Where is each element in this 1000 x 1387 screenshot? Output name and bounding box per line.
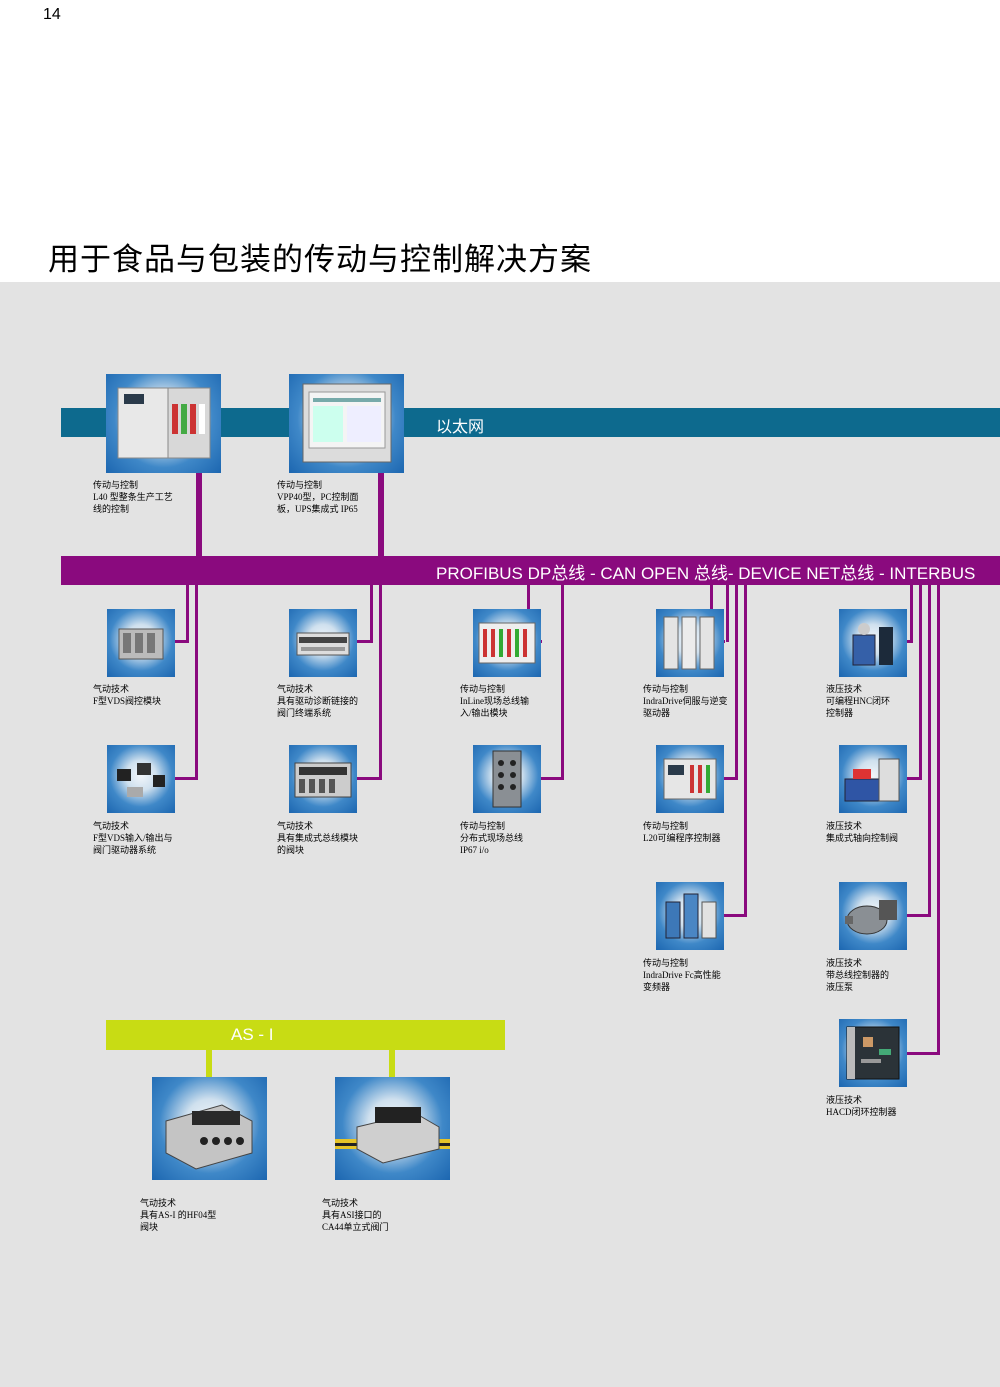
caption-line: IP67 i/o	[460, 845, 489, 855]
caption-line: 具有集成式总线模块	[277, 833, 359, 843]
bus-valve-image	[289, 745, 357, 813]
caption-line: 传动与控制	[643, 821, 689, 831]
fieldbus-label: PROFIBUS DP总线 - CAN OPEN 总线- DEVICE NET总…	[436, 564, 976, 583]
caption-line: 传动与控制	[643, 958, 689, 968]
caption-line: 分布式现场总线	[460, 833, 524, 843]
caption-line: IndraDrive Fc高性能	[643, 970, 721, 980]
caption-line: 变频器	[643, 982, 671, 992]
connector-line	[724, 914, 747, 917]
connector-line	[561, 583, 564, 779]
caption-line: 阀门驱动器系统	[93, 845, 157, 855]
caption-line: 气动技术	[93, 684, 130, 694]
caption-line: 阀门终端系统	[277, 708, 332, 718]
hacd-controller-image	[839, 1019, 907, 1087]
connector-line	[919, 583, 922, 779]
connector-line	[907, 914, 931, 917]
caption-line: 传动与控制	[643, 684, 689, 694]
connector-line	[186, 583, 189, 642]
connector-line	[928, 583, 931, 917]
connector-line	[937, 583, 940, 1055]
caption-line: 集成式轴向控制阀	[826, 833, 899, 843]
connector-line	[378, 472, 384, 558]
caption-line: L20可编程序控制器	[643, 833, 721, 843]
caption-line: 可编程HNC闭环	[826, 696, 891, 706]
caption-line: 的阀块	[277, 845, 305, 855]
caption-line: 驱动器	[643, 708, 671, 718]
connector-line	[907, 640, 913, 643]
caption-line: 传动与控制	[460, 684, 506, 694]
fieldbus-bar: PROFIBUS DP总线 - CAN OPEN 总线- DEVICE NET总…	[61, 556, 1000, 585]
caption-line: IndraDrive伺服与逆变	[643, 696, 728, 706]
connector-line	[357, 640, 373, 643]
caption-line: 气动技术	[140, 1198, 177, 1208]
caption-line: 阀块	[140, 1222, 159, 1232]
caption-line: 液压泵	[826, 982, 854, 992]
connector-line	[735, 583, 738, 779]
caption-line: 液压技术	[826, 821, 863, 831]
caption-line: 入/输出模块	[460, 708, 508, 718]
vds-io-image	[107, 745, 175, 813]
caption-line: 气动技术	[93, 821, 130, 831]
caption-line: 传动与控制	[93, 480, 139, 490]
caption-line: 具有AS-I 的HF04型	[140, 1210, 217, 1220]
connector-line	[910, 583, 913, 642]
connector-line	[379, 583, 382, 779]
l20-controller-image	[656, 745, 724, 813]
caption-line: 具有ASI接口的	[322, 1210, 382, 1220]
caption-line: 液压技术	[826, 1095, 863, 1105]
indradrive-servo-image	[656, 609, 724, 677]
page-title: 用于食品与包装的传动与控制解决方案	[48, 242, 592, 277]
hnc-controller-image	[839, 609, 907, 677]
hf04-valve-image	[152, 1077, 267, 1180]
connector-line	[195, 583, 198, 779]
caption-line: 控制器	[826, 708, 854, 718]
caption-line: F型VDS输入/输出与	[93, 833, 173, 843]
caption-line: 板，UPS集成式 IP65	[277, 504, 358, 514]
caption-line: 液压技术	[826, 684, 863, 694]
connector-line	[175, 777, 198, 780]
connector-line	[175, 640, 189, 643]
inline-module-image	[473, 609, 541, 677]
ip67-module-image	[473, 745, 541, 813]
caption-line: CA44单立式阀门	[322, 1222, 389, 1232]
caption-line: VPP40型，PC控制面	[277, 492, 359, 502]
caption-line: 传动与控制	[460, 821, 506, 831]
caption-line: 气动技术	[277, 821, 314, 831]
caption-line: 气动技术	[322, 1198, 359, 1208]
asi-connector-line	[206, 1050, 212, 1077]
caption-line: 线的控制	[93, 504, 130, 514]
caption-line: 传动与控制	[277, 480, 323, 490]
connector-line	[541, 777, 564, 780]
axial-valve-image	[839, 745, 907, 813]
caption-line: L40 型整条生产工艺	[93, 492, 173, 502]
asi-bus-label: AS - I	[231, 1025, 274, 1044]
connector-line	[907, 1052, 940, 1055]
ethernet-bus-label: 以太网	[436, 419, 485, 436]
connector-line	[907, 777, 922, 780]
connector-line	[744, 583, 747, 917]
caption-line: InLine现场总线输	[460, 696, 529, 706]
hydraulic-pump-image	[839, 882, 907, 950]
page-number: 14	[43, 6, 61, 23]
connector-line	[370, 583, 373, 642]
connector-line	[196, 472, 202, 558]
caption-line: 气动技术	[277, 684, 314, 694]
caption-line: 带总线控制器的	[826, 970, 890, 980]
connector-line	[726, 583, 729, 642]
indradrive-fc-image	[656, 882, 724, 950]
caption-line: 具有驱动诊断链接的	[277, 696, 359, 706]
valve-terminal-image	[289, 609, 357, 677]
connector-line	[357, 777, 382, 780]
vpp40-panel-image	[289, 374, 404, 473]
ca44-valve-image	[335, 1077, 450, 1180]
connector-line	[724, 777, 738, 780]
vds-valve-image	[107, 609, 175, 677]
caption-line: F型VDS阀控模块	[93, 696, 162, 706]
l40-controller-image	[106, 374, 221, 473]
caption-line: HACD闭环控制器	[826, 1107, 897, 1117]
asi-connector-line	[389, 1050, 395, 1077]
asi-bus-bar: AS - I	[106, 1020, 505, 1050]
caption-line: 液压技术	[826, 958, 863, 968]
